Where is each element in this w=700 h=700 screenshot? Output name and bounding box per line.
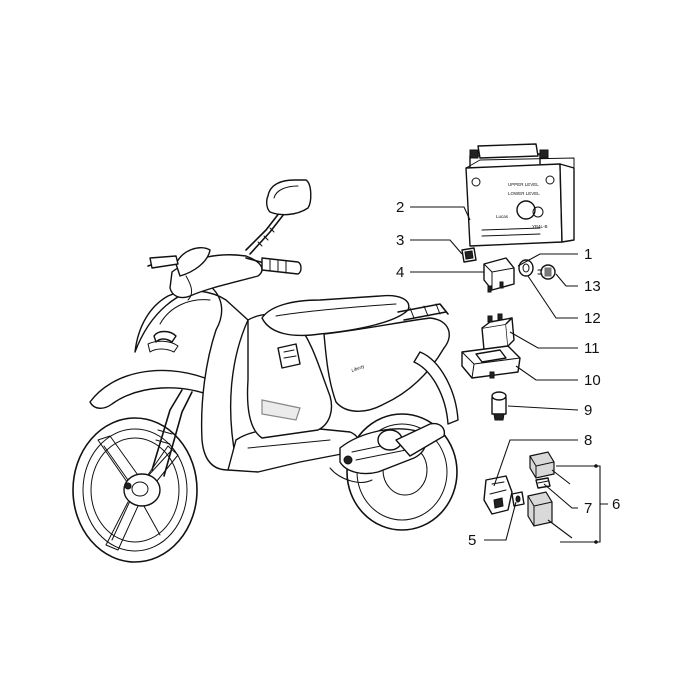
mirror-stem (245, 211, 285, 255)
rear-wheel (346, 413, 458, 531)
part-11-flasher (481, 313, 515, 351)
part-5-fuse (511, 491, 525, 507)
part-4-relay (483, 257, 515, 293)
part-7-fuse-covers (527, 451, 555, 527)
part-8-fuse-holder (483, 475, 513, 515)
exhaust (395, 422, 446, 457)
front-wheel (72, 417, 198, 563)
scooter-badge: Liberty (351, 363, 366, 373)
front-fork (151, 389, 193, 477)
callout-1: 1 (584, 246, 592, 263)
callout-9: 9 (584, 402, 592, 419)
rear-mudguard (413, 351, 459, 425)
battery-model: YB4L-B (532, 224, 548, 229)
callout-numbers: 2 3 4 1 13 12 11 10 9 8 7 6 5 (396, 199, 620, 549)
callout-5: 5 (468, 532, 476, 549)
rear-body (323, 317, 450, 412)
callout-10: 10 (584, 372, 601, 389)
callout-7: 7 (584, 500, 592, 517)
leader-lines (410, 206, 608, 544)
callout-6: 6 (612, 496, 620, 513)
callout-2: 2 (396, 199, 404, 216)
callout-3: 3 (396, 232, 404, 249)
part-10-regulator (461, 345, 521, 379)
mirror (265, 179, 312, 216)
front-mudguard (89, 369, 219, 409)
part-9-bulb (491, 391, 507, 421)
callout-12: 12 (584, 310, 601, 327)
part-13-screw (537, 264, 556, 280)
callout-11: 11 (584, 340, 600, 357)
rear-rack (397, 303, 449, 321)
part-12-washer (518, 259, 534, 277)
callout-4: 4 (396, 264, 404, 281)
scooter-illustration: Liberty (72, 179, 459, 563)
part-3-connector (461, 247, 477, 263)
callout-8: 8 (584, 432, 592, 449)
battery-upper-level: UPPER LEVEL (508, 182, 539, 187)
battery-brand: Lucas (496, 214, 509, 219)
battery-lower-level: LOWER LEVEL (508, 191, 540, 196)
battery: UPPER LEVEL LOWER LEVEL Lucas YB4L-B (465, 143, 575, 247)
callout-13: 13 (584, 278, 601, 295)
right-grip (261, 257, 302, 275)
